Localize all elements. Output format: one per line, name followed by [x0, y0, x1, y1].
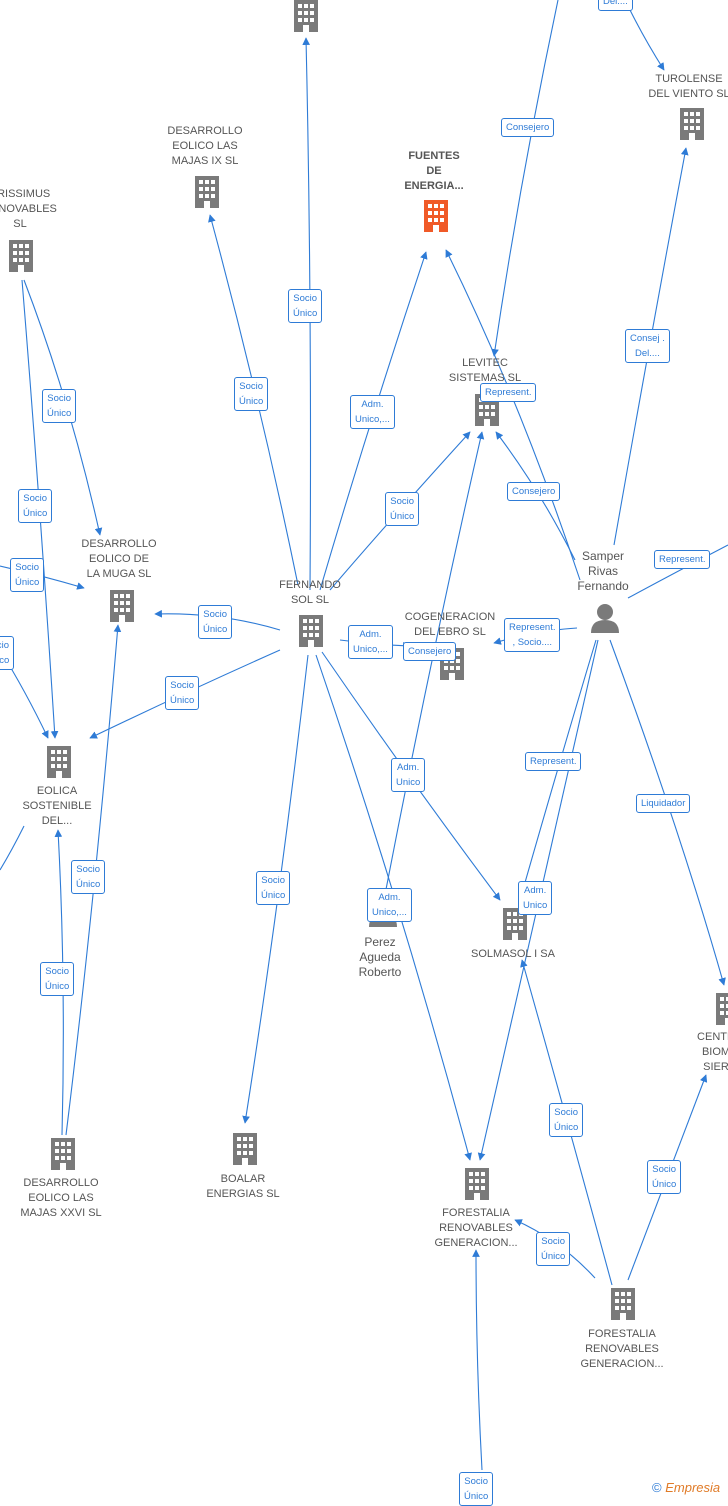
edge-label-liquidador[interactable]: Liquidador — [636, 794, 691, 813]
edge-label-represent-socio[interactable]: Represent. , Socio.... — [504, 618, 561, 652]
building-icon — [299, 615, 323, 647]
brand-logo: Empresia — [665, 1480, 721, 1495]
node-arissimus-renovables[interactable]: ARISSIMUS RENOVABLES SL — [0, 188, 57, 230]
node-levitec-sistemas[interactable]: LEVITEC SISTEMAS SL — [448, 357, 522, 384]
node-desarrollo-eolico-la-muga[interactable]: DESARROLLO EOLICO DE LA MUGA SL — [81, 538, 157, 580]
building-icon — [233, 1133, 257, 1165]
edge-samper-centr — [609, 639, 726, 986]
edge-top-levitec — [491, 0, 559, 357]
edge-label-adm-unico[interactable]: Adm. Unico — [518, 881, 553, 915]
edge-bottom-f1 — [472, 1249, 483, 1471]
footer-brand: © Empresia — [652, 1480, 720, 1495]
node-solmasol-i[interactable]: SOLMASOL I SA — [471, 948, 555, 960]
edge-label-socio-unico[interactable]: Socio Único — [198, 605, 233, 639]
edge-label-socio-unico[interactable]: Socio Único — [40, 962, 75, 996]
building-icon — [47, 746, 71, 778]
node-eolica-sostenible[interactable]: EOLICA SOSTENIBLE DEL... — [22, 785, 92, 827]
edge-label-socio-unico[interactable]: Socio Único — [165, 676, 200, 710]
edge-label-consejero[interactable]: Consejero — [501, 118, 555, 137]
edge-label-socio-unico[interactable]: Socio Único — [256, 871, 291, 905]
edge-label-socio-unico[interactable]: Socio Único — [0, 636, 15, 670]
building-icon — [294, 0, 318, 32]
edge-label-socio-unico[interactable]: Socio Único — [288, 289, 323, 323]
node-samper-rivas-fernando[interactable]: Samper Rivas Fernando — [577, 549, 629, 593]
edge-label-socio-unico[interactable]: Socio Único — [18, 489, 53, 523]
person-icon — [591, 604, 619, 633]
copyright-icon: © — [652, 1480, 662, 1495]
building-icon — [611, 1288, 635, 1320]
nodes — [9, 0, 728, 1320]
building-icon — [110, 590, 134, 622]
node-desarrollo-eolico-majas-ix[interactable]: DESARROLLO EOLICO LAS MAJAS IX SL — [167, 125, 243, 167]
node-turolense-del-viento[interactable]: TUROLENSE DEL VIENTO SL — [648, 73, 728, 100]
edge-label-socio-unico[interactable]: Socio Único — [459, 1472, 494, 1506]
node-cogeneracion-del-ebro[interactable]: COGENERACION DEL EBRO SL — [404, 611, 496, 638]
edge-top-turolense — [629, 9, 665, 71]
edge-label-adm-unico[interactable]: Adm. Unico,... — [348, 625, 393, 659]
edge-label-socio-unico[interactable]: Socio Único — [42, 389, 77, 423]
edge-label-socio-unico[interactable]: Socio Único — [536, 1232, 571, 1266]
node-forestalia-renovables-1[interactable]: FORESTALIA RENOVABLES GENERACION... — [434, 1207, 518, 1249]
node-centr-biom-sier[interactable]: CENTR BIOM SIER — [697, 1031, 728, 1073]
building-icon — [716, 993, 728, 1025]
edge-label-socio-unico[interactable]: Socio Único — [71, 860, 106, 894]
edge-perez-levitec — [382, 431, 485, 906]
node-fernando-sol[interactable]: FERNANDO SOL SL — [279, 579, 341, 606]
edge-label-adm-unico[interactable]: Adm. Unico — [391, 758, 426, 792]
edge-label-adm-unico[interactable]: Adm. Unico,... — [367, 888, 412, 922]
edge-label-consejero[interactable]: Consejero — [403, 642, 457, 661]
building-icon — [195, 176, 219, 208]
edge-samper-right — [627, 544, 728, 599]
edge-left-bottom — [0, 825, 25, 871]
node-fuentes-de-energia[interactable]: FUENTES DE ENERGIA... — [404, 150, 464, 192]
edge-label-socio-unico[interactable]: Socio Único — [549, 1103, 584, 1137]
node-desarrollo-eolico-majas-xxvi[interactable]: DESARROLLO EOLICO LAS MAJAS XXVI SL — [20, 1177, 102, 1219]
edge-label-adm-unico[interactable]: Adm. Unico,... — [350, 395, 395, 429]
edge-samper-fuentes — [445, 249, 581, 581]
edge-label-represent[interactable]: Represent. — [525, 752, 582, 771]
node-forestalia-renovables-2[interactable]: FORESTALIA RENOVABLES GENERACION... — [580, 1328, 664, 1370]
node-boalar-energias[interactable]: BOALAR ENERGIAS SL — [206, 1173, 280, 1200]
edge-label-socio-unico[interactable]: Socio Único — [234, 377, 269, 411]
edge-label-represent[interactable]: Represent. — [654, 550, 711, 569]
building-icon — [9, 240, 33, 272]
edge-label-represent[interactable]: Represent. — [480, 383, 537, 402]
building-icon — [680, 108, 704, 140]
building-icon — [51, 1138, 75, 1170]
edge-label-socio-unico[interactable]: Socio Único — [385, 492, 420, 526]
edge-label-socio-unico[interactable]: Socio Único — [10, 558, 45, 592]
edge-label-consej-del[interactable]: Consej . Del.... — [625, 329, 670, 363]
edge-label-socio-unico[interactable]: Socio Único — [647, 1160, 682, 1194]
building-icon-focus — [424, 200, 448, 232]
edge-label-del[interactable]: Del.... — [598, 0, 633, 11]
edges — [0, 0, 728, 1471]
building-icon — [465, 1168, 489, 1200]
node-perez-agueda-roberto[interactable]: Perez Agueda Roberto — [358, 935, 402, 979]
edge-label-consejero[interactable]: Consejero — [507, 482, 561, 501]
